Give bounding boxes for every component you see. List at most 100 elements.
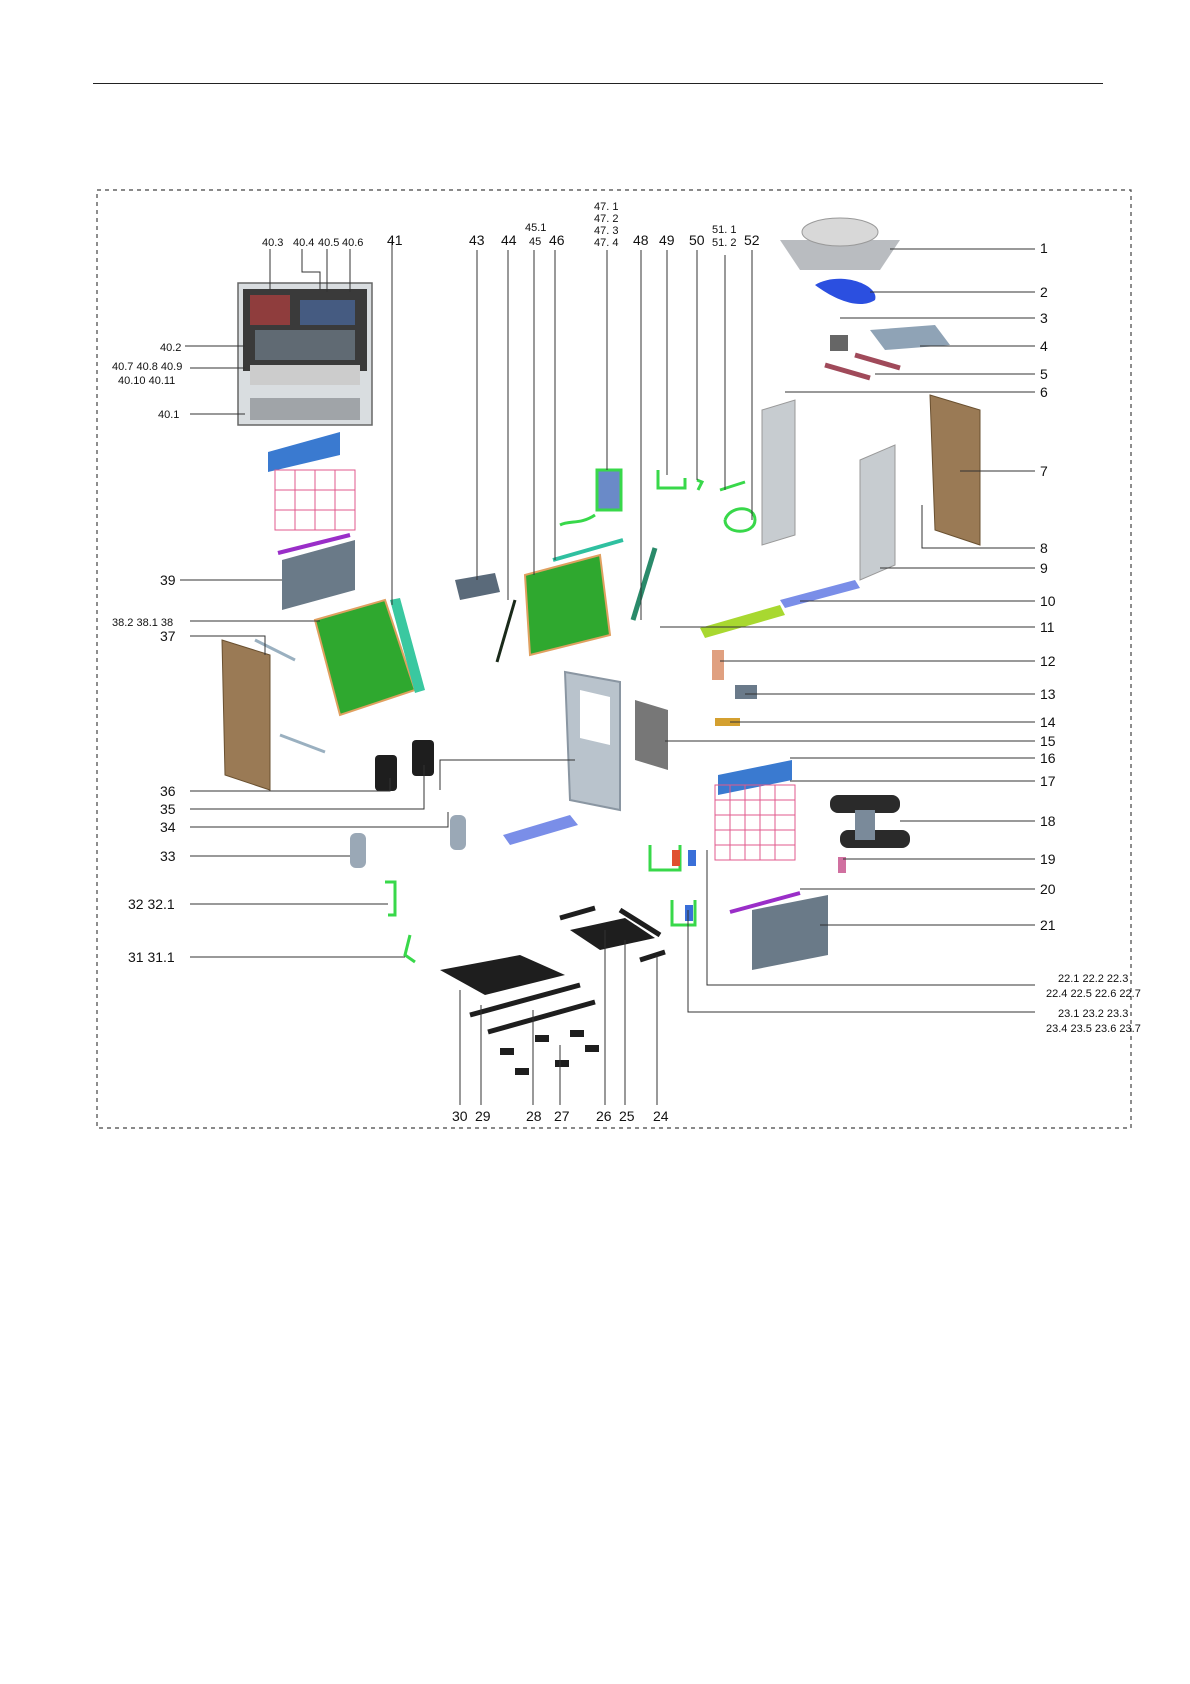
part-fan-guard <box>780 217 900 270</box>
part-side-panel-9 <box>859 444 896 581</box>
callout-36: 36 <box>160 783 176 799</box>
part-top-strip <box>268 432 340 472</box>
callout-47-3: 47. 3 <box>594 225 618 237</box>
callout-45: 45 <box>529 236 541 248</box>
callout-27: 27 <box>554 1108 570 1124</box>
callout-40-7: 40.7 40.8 40.9 <box>112 361 182 373</box>
part-heat-exchanger-18 <box>830 795 910 848</box>
part-48 <box>630 547 658 621</box>
callout-6: 6 <box>1040 384 1048 400</box>
callout-52: 52 <box>744 232 760 248</box>
callout-20: 20 <box>1040 881 1056 897</box>
callout-37: 37 <box>160 628 176 644</box>
callout-40-2: 40.2 <box>160 342 181 354</box>
part-compressor-35 <box>412 740 434 776</box>
diagram-frame <box>96 189 1132 1129</box>
callout-48: 48 <box>633 232 649 248</box>
callout-40-5: 40.5 <box>318 237 339 249</box>
callout-18: 18 <box>1040 813 1056 829</box>
callout-14: 14 <box>1040 714 1056 730</box>
callout-19: 19 <box>1040 851 1056 867</box>
part-pipe-32 <box>385 880 397 917</box>
callout-11: 11 <box>1040 619 1055 635</box>
part-coil-45 <box>523 553 612 657</box>
callout-24: 24 <box>653 1108 669 1124</box>
part-motor-brackets <box>824 352 901 381</box>
callout-23-row1: 23.1 23.2 23.3 <box>1058 1008 1128 1020</box>
callout-21: 21 <box>1040 917 1056 933</box>
callout-31: 31 31.1 <box>128 949 175 965</box>
part-plate-26 <box>570 918 655 950</box>
leader-lines <box>180 240 1035 1105</box>
part-brown-panel-37 <box>221 639 271 791</box>
part-rail-11 <box>700 605 785 638</box>
callout-39: 39 <box>160 572 176 588</box>
part-valve-23 <box>670 900 697 927</box>
header-rule <box>93 83 1103 84</box>
part-pipe-51 <box>719 480 757 533</box>
part-side-panel-6 <box>761 399 796 546</box>
part-14 <box>715 718 740 726</box>
part-13 <box>735 685 757 699</box>
callout-49: 49 <box>659 232 675 248</box>
callout-2: 2 <box>1040 284 1048 300</box>
callout-47-1: 47. 1 <box>594 201 618 213</box>
callout-40-4: 40.4 <box>293 237 314 249</box>
callout-38: 38.2 38.1 38 <box>112 617 173 629</box>
callout-50: 50 <box>689 232 705 248</box>
callout-35: 35 <box>160 801 176 817</box>
callout-22-row1: 22.1 22.2 22.3 <box>1058 973 1128 985</box>
callout-32: 32 32.1 <box>128 896 175 912</box>
part-strip-44 <box>495 599 517 663</box>
part-box-43 <box>455 573 500 600</box>
part-bar-37 <box>254 638 296 662</box>
callout-44: 44 <box>501 232 517 248</box>
callout-22-row2: 22.4 22.5 22.6 22.7 <box>1046 988 1141 1000</box>
callout-3: 3 <box>1040 310 1048 326</box>
part-frame-panel <box>563 670 621 812</box>
part-fan-blade <box>815 278 876 305</box>
callout-51-2: 51. 2 <box>712 237 736 249</box>
part-19 <box>838 857 846 873</box>
part-heater-grid-left <box>274 469 356 531</box>
part-plate-15 <box>635 700 668 770</box>
callout-46: 46 <box>549 232 565 248</box>
part-frame-window <box>580 690 610 745</box>
callout-51-1: 51. 1 <box>712 224 736 236</box>
callout-30: 30 <box>452 1108 468 1124</box>
callout-33: 33 <box>160 848 176 864</box>
callout-43: 43 <box>469 232 485 248</box>
part-tank-34 <box>450 815 466 850</box>
part-strip-20 <box>729 891 801 914</box>
part-bar-24 <box>639 949 666 963</box>
callout-12: 12 <box>1040 653 1056 669</box>
callout-26: 26 <box>596 1108 612 1124</box>
part-pipe-31 <box>403 934 416 964</box>
callout-23-row2: 23.4 23.5 23.6 23.7 <box>1046 1023 1141 1035</box>
callout-16: 16 <box>1040 750 1056 766</box>
callout-9: 9 <box>1040 560 1048 576</box>
callout-8: 8 <box>1040 540 1048 556</box>
callout-7: 7 <box>1040 463 1048 479</box>
part-electric-box-40 <box>237 282 373 426</box>
callout-29: 29 <box>475 1108 491 1124</box>
part-strip-46 <box>552 538 624 562</box>
callout-15: 15 <box>1040 733 1056 749</box>
part-motor-plate <box>870 325 950 350</box>
callout-34: 34 <box>160 819 176 835</box>
part-valve-22 <box>648 845 696 872</box>
callout-40-1: 40.1 <box>158 409 179 421</box>
callout-25: 25 <box>619 1108 635 1124</box>
part-coil-side-41 <box>390 598 425 693</box>
part-bar-25 <box>618 907 662 938</box>
part-bar-37b <box>279 733 326 754</box>
callout-13: 13 <box>1040 686 1056 702</box>
part-purple-strip-left <box>277 533 351 555</box>
callout-1: 1 <box>1040 240 1048 256</box>
part-valve-47 <box>559 468 623 527</box>
part-bar-26 <box>559 905 596 921</box>
callout-40-10: 40.10 40.11 <box>118 375 175 387</box>
callout-28: 28 <box>526 1108 542 1124</box>
